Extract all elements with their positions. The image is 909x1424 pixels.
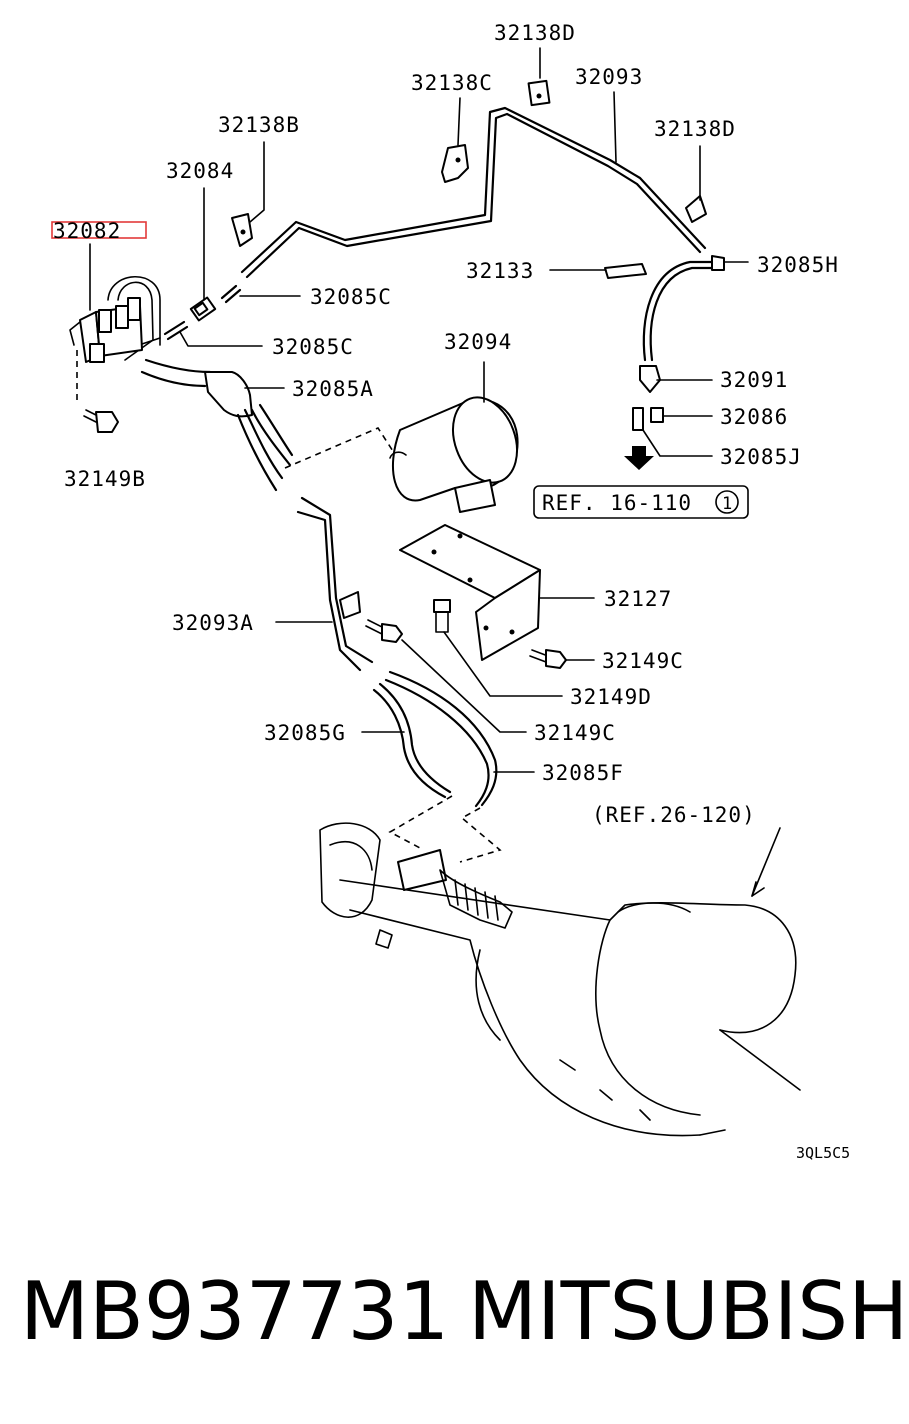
solenoid-valve-32082 <box>69 276 161 363</box>
label-32085G: 32085G <box>264 721 346 745</box>
label-ref-26-120: (REF.26-120) <box>592 803 756 827</box>
label-32138C: 32138C <box>411 71 493 95</box>
hose-32085C-lower <box>163 320 189 341</box>
label-32127: 32127 <box>604 587 672 611</box>
leader-dashed-32094 <box>284 426 401 469</box>
label-32082: 32082 <box>53 219 121 243</box>
label-32149C-center: 32149C <box>534 721 616 745</box>
pipe-32093A <box>296 496 374 672</box>
bolt-32149C-center <box>365 619 403 643</box>
parts-diagram: 32138D 32138C 32093 32138B 32138D 32084 … <box>51 21 850 1162</box>
label-32093A: 32093A <box>172 611 254 635</box>
arrow-down-icon <box>624 446 654 470</box>
hose-32085C-upper <box>220 284 242 304</box>
label-32149B: 32149B <box>64 467 146 491</box>
clip-32138C <box>441 144 469 183</box>
diagram-code: 3QL5C5 <box>796 1144 850 1162</box>
label-32138D-top: 32138D <box>494 21 576 45</box>
connector-32084 <box>189 296 217 322</box>
hose-32085G <box>372 682 452 799</box>
footer: MB937731 MITSUBISHI <box>0 1262 909 1372</box>
highlight-box-32082 <box>51 221 147 239</box>
stud-32149D <box>433 599 451 633</box>
bracket-32127 <box>399 524 541 661</box>
bolt-32149C-right <box>529 649 567 669</box>
label-32094: 32094 <box>444 330 512 354</box>
label-32085H: 32085H <box>757 253 839 277</box>
label-ref-16-110: REF. 16-110 <box>542 491 692 515</box>
label-32149C-right: 32149C <box>602 649 684 673</box>
label-32133: 32133 <box>466 259 534 283</box>
bolt-32149B <box>83 409 119 433</box>
clip-32138B <box>231 213 253 247</box>
fitting-32086 <box>650 407 664 423</box>
label-32086: 32086 <box>720 405 788 429</box>
hose-32085H <box>642 255 725 362</box>
brand-name: MITSUBISHI <box>468 1265 909 1358</box>
hose-bundle-32085A <box>140 358 294 492</box>
label-32085J: 32085J <box>720 445 802 469</box>
check-valve-32091 <box>639 365 661 393</box>
label-32085A: 32085A <box>292 377 374 401</box>
label-ref-16-110-circle: 1 <box>722 494 732 514</box>
label-32093: 32093 <box>575 65 643 89</box>
leader-dashed-axle <box>388 795 502 863</box>
label-32149D: 32149D <box>570 685 652 709</box>
connector-32133 <box>604 263 647 279</box>
clip-32138D-right <box>685 195 707 223</box>
label-32084: 32084 <box>166 159 234 183</box>
label-32085C-lower: 32085C <box>272 335 354 359</box>
label-32085F: 32085F <box>542 761 624 785</box>
vacuum-pipe-32093 <box>240 106 707 279</box>
part-number: MB937731 <box>20 1265 450 1358</box>
rear-axle-differential <box>319 822 801 1137</box>
leader-lines <box>89 47 781 897</box>
label-32091: 32091 <box>720 368 788 392</box>
label-32138B: 32138B <box>218 113 300 137</box>
vacuum-tank-32094 <box>389 396 519 513</box>
ref-16-110-box <box>533 485 749 519</box>
label-32138D-right: 32138D <box>654 117 736 141</box>
clip-32138D-top <box>527 79 551 107</box>
label-32085C-upper: 32085C <box>310 285 392 309</box>
hose-32085F <box>384 670 498 808</box>
hose-32085J <box>632 407 644 431</box>
